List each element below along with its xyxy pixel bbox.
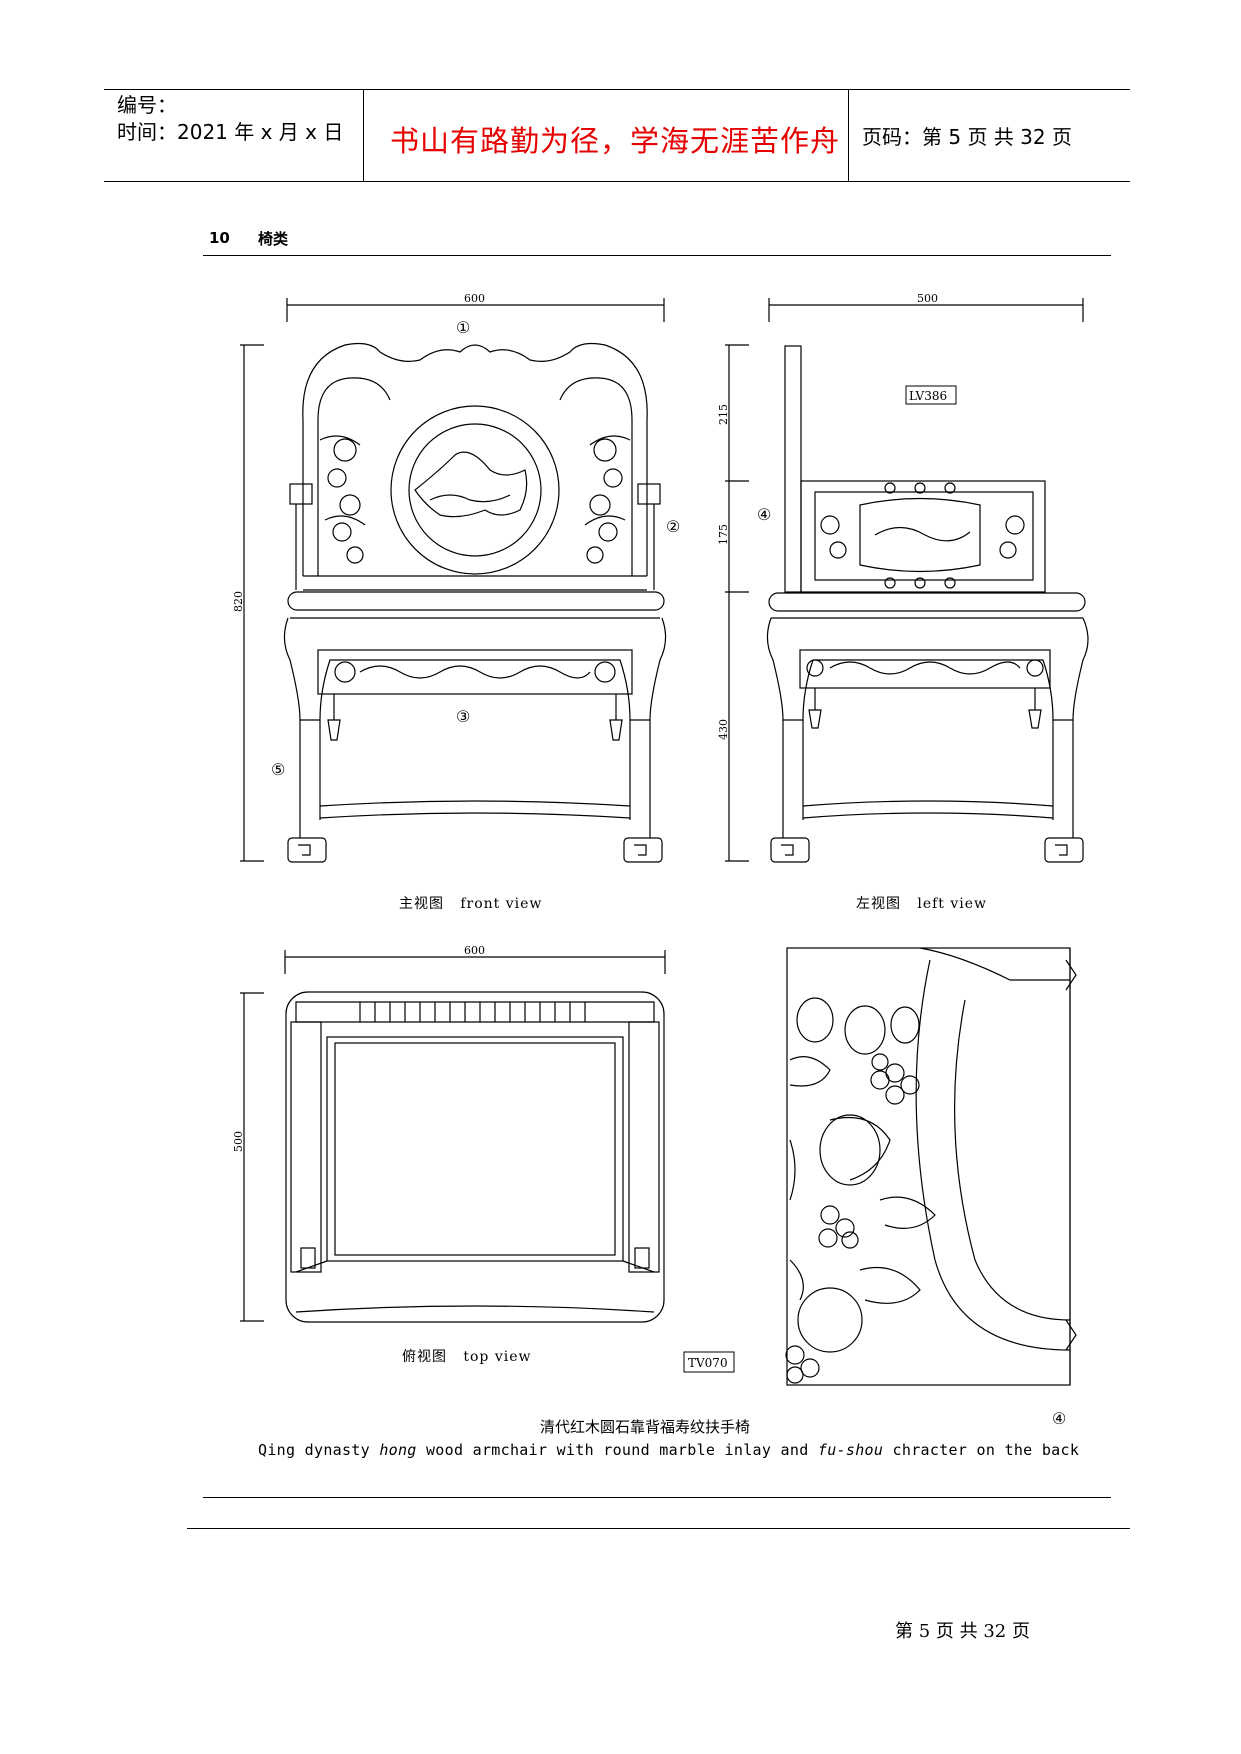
doc-time-label: 时间：2021 年 x 月 x 日 — [117, 120, 344, 144]
figure-title-en: Qing dynasty hong wood armchair with rou… — [258, 1441, 1079, 1459]
section-number: 10 — [209, 229, 230, 247]
front-caption-cn: 主视图 — [399, 896, 444, 912]
header-motto: 书山有路勤为径，学海无涯苦作舟 — [390, 124, 841, 158]
left-width-dim: 500 — [917, 292, 938, 305]
title-en-part2: wood armchair with round marble inlay an… — [416, 1441, 818, 1459]
marker-2: ② — [666, 517, 680, 536]
header-divider-left — [363, 90, 364, 182]
marker-5: ⑤ — [271, 760, 285, 779]
front-height-dim: 820 — [232, 591, 245, 612]
left-dim-215: 215 — [717, 404, 730, 425]
top-view-caption: 俯视图 top view — [402, 1346, 531, 1366]
bottom-rule-1 — [203, 1497, 1111, 1498]
figure-title-cn: 清代红木圆石靠背福寿纹扶手椅 — [540, 1418, 751, 1436]
left-dim-430: 430 — [717, 719, 730, 740]
page-indicator: 页码：第 5 页 共 32 页 — [862, 125, 1072, 149]
top-caption-en: top view — [463, 1349, 532, 1365]
top-view: 600 500 TV070 — [232, 944, 735, 1373]
header-divider-right — [848, 90, 849, 182]
marker-4-detail: ④ — [1052, 1409, 1066, 1428]
front-caption-en: front view — [460, 896, 543, 912]
footer-page-number: 第 5 页 共 32 页 — [895, 1621, 1030, 1642]
left-view: 500 215 175 430 LV386 ④ — [717, 292, 1089, 863]
top-width-dim: 600 — [464, 944, 485, 957]
front-view: 600 820 ① ② ③ ⑤ — [232, 292, 680, 863]
front-width-dim: 600 — [464, 292, 485, 305]
left-caption-en: left view — [917, 896, 988, 912]
doc-number-label: 编号： — [117, 93, 177, 117]
marker-1: ① — [456, 318, 470, 337]
left-view-code: LV386 — [909, 389, 947, 403]
left-dim-175: 175 — [717, 524, 730, 545]
top-caption-cn: 俯视图 — [402, 1349, 447, 1365]
title-en-part1: Qing dynasty — [258, 1441, 380, 1459]
bottom-rule-2 — [187, 1528, 1130, 1529]
marker-4-left: ④ — [757, 505, 771, 524]
title-en-part3: chracter on the back — [883, 1441, 1080, 1459]
title-en-italic2: fu-shou — [817, 1441, 884, 1459]
header-bottom-rule — [104, 181, 1130, 182]
left-caption-cn: 左视图 — [856, 896, 901, 912]
marker-3: ③ — [456, 707, 470, 726]
top-depth-dim: 500 — [232, 1131, 245, 1152]
title-en-italic1: hong — [379, 1441, 417, 1459]
section-title: 椅类 — [258, 230, 289, 248]
detail-view: ④ — [785, 947, 1077, 1428]
front-view-caption: 主视图 front view — [399, 893, 542, 913]
top-view-code: TV070 — [688, 1356, 728, 1370]
left-view-caption: 左视图 left view — [856, 893, 987, 913]
section-rule — [203, 255, 1111, 256]
header-top-rule — [104, 89, 1130, 90]
